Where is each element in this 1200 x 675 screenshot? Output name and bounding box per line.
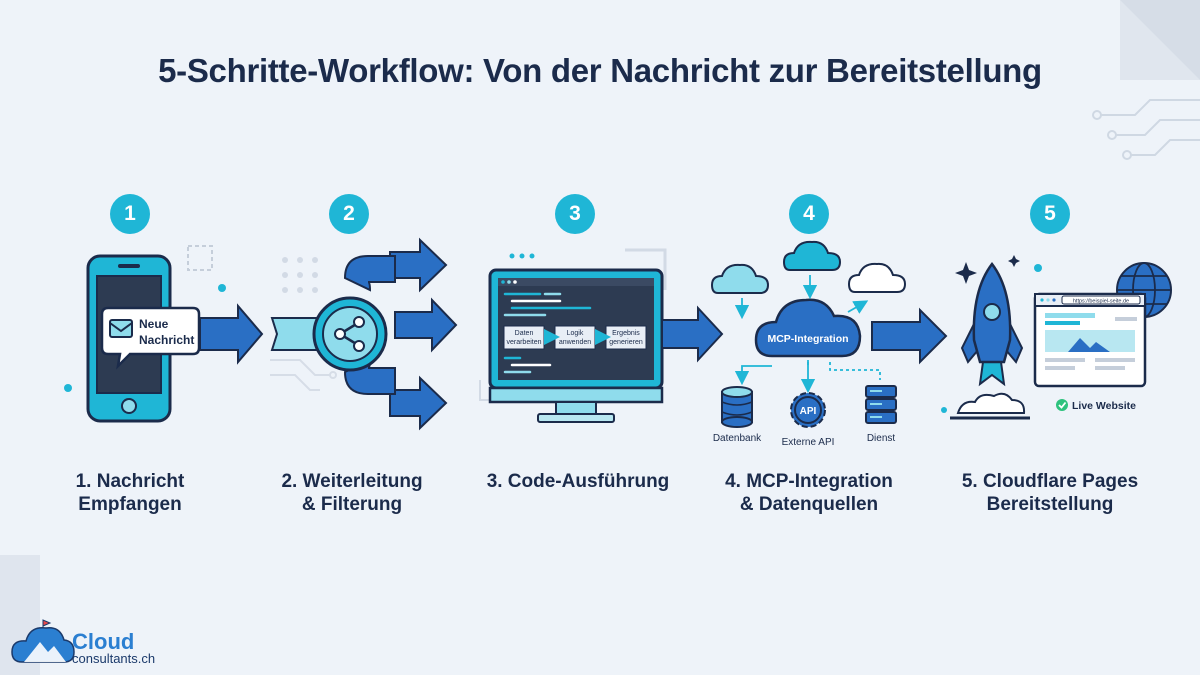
step-label-4-line1: 4. MCP-Integration — [725, 471, 893, 492]
step-label-1: 1. Nachricht Empfangen — [10, 470, 250, 516]
server-icon — [865, 385, 897, 424]
step-label-3-line1: 3. Code-Ausführung — [486, 471, 670, 492]
step-badge-2: 2 — [329, 194, 369, 234]
code-box3-line2: generieren — [609, 339, 643, 346]
step-badge-3: 3 — [555, 194, 595, 234]
code-box2-line2: anwenden — [559, 339, 591, 346]
logo-name: Cloud — [72, 629, 135, 654]
step-label-5-line1: 5. Cloudflare Pages — [961, 471, 1139, 492]
circuit-decoration-left — [270, 359, 337, 391]
code-box2-line1: Logik — [567, 330, 584, 337]
dienst-label: Dienst — [867, 433, 896, 444]
database-icon — [721, 386, 753, 428]
step-badge-4: 4 — [789, 194, 829, 234]
flow-arrow-3 — [661, 305, 724, 363]
mcp-center-label: MCP-Integration — [767, 333, 848, 345]
bubble-text-line2: Nachricht — [139, 333, 194, 347]
logo-domain: consultants.ch — [72, 651, 156, 666]
externe-api-label: Externe API — [782, 437, 835, 448]
live-website-label: Live Website — [1072, 400, 1136, 412]
bubble-text-line1: Neue — [139, 317, 169, 331]
rocket-icon — [950, 255, 1030, 420]
mcp-integration-diagram: MCP-Integration API — [710, 240, 907, 448]
code-box3-line1: Ergebnis — [612, 330, 640, 337]
step-badge-5: 5 — [1030, 194, 1070, 234]
step-label-2: 2. Weiterleitung & Filterung — [232, 470, 472, 516]
code-box1-line1: Daten — [515, 330, 534, 337]
flow-arrow-1 — [199, 303, 264, 365]
code-box1-line2: verarbeiten — [506, 339, 541, 346]
circuit-decoration — [1092, 99, 1200, 160]
live-website-status: Live Website — [1056, 399, 1136, 412]
browser-window-icon: https://beispiel-seite.de — [1033, 292, 1147, 388]
step-label-4: 4. MCP-Integration & Datenquellen — [689, 470, 929, 516]
step-label-1-line2: Empfangen — [78, 494, 182, 515]
api-badge-text: API — [800, 406, 817, 417]
flow-arrow-4 — [871, 307, 948, 365]
message-bubble: Neue Nachricht — [100, 306, 201, 370]
step-label-2-line1: 2. Weiterleitung — [281, 471, 423, 492]
step-label-1-line1: 1. Nachricht — [75, 471, 185, 492]
corner-decoration-triangle — [1120, 0, 1200, 80]
step-label-3: 3. Code-Ausführung — [458, 470, 698, 493]
step-label-5: 5. Cloudflare Pages Bereitstellung — [930, 470, 1170, 516]
logo-cloud-icon — [11, 619, 75, 663]
datenbank-label: Datenbank — [713, 433, 762, 444]
api-gear-icon: API — [790, 392, 826, 428]
step-label-5-line2: Bereitstellung — [986, 494, 1114, 515]
step-label-2-line2: & Filterung — [301, 494, 403, 515]
step-badge-1: 1 — [110, 194, 150, 234]
router-icon — [270, 237, 458, 431]
dot-decoration-3 — [509, 253, 535, 259]
browser-url: https://beispiel-seite.de — [1073, 299, 1129, 305]
step-label-4-line2: & Datenquellen — [739, 494, 879, 515]
dot-grid-decoration — [282, 257, 318, 293]
page-title: 5-Schritte-Workflow: Von der Nachricht z… — [158, 52, 1042, 89]
monitor-icon: Daten verarbeiten Logik anwenden Ergebni… — [488, 268, 664, 423]
